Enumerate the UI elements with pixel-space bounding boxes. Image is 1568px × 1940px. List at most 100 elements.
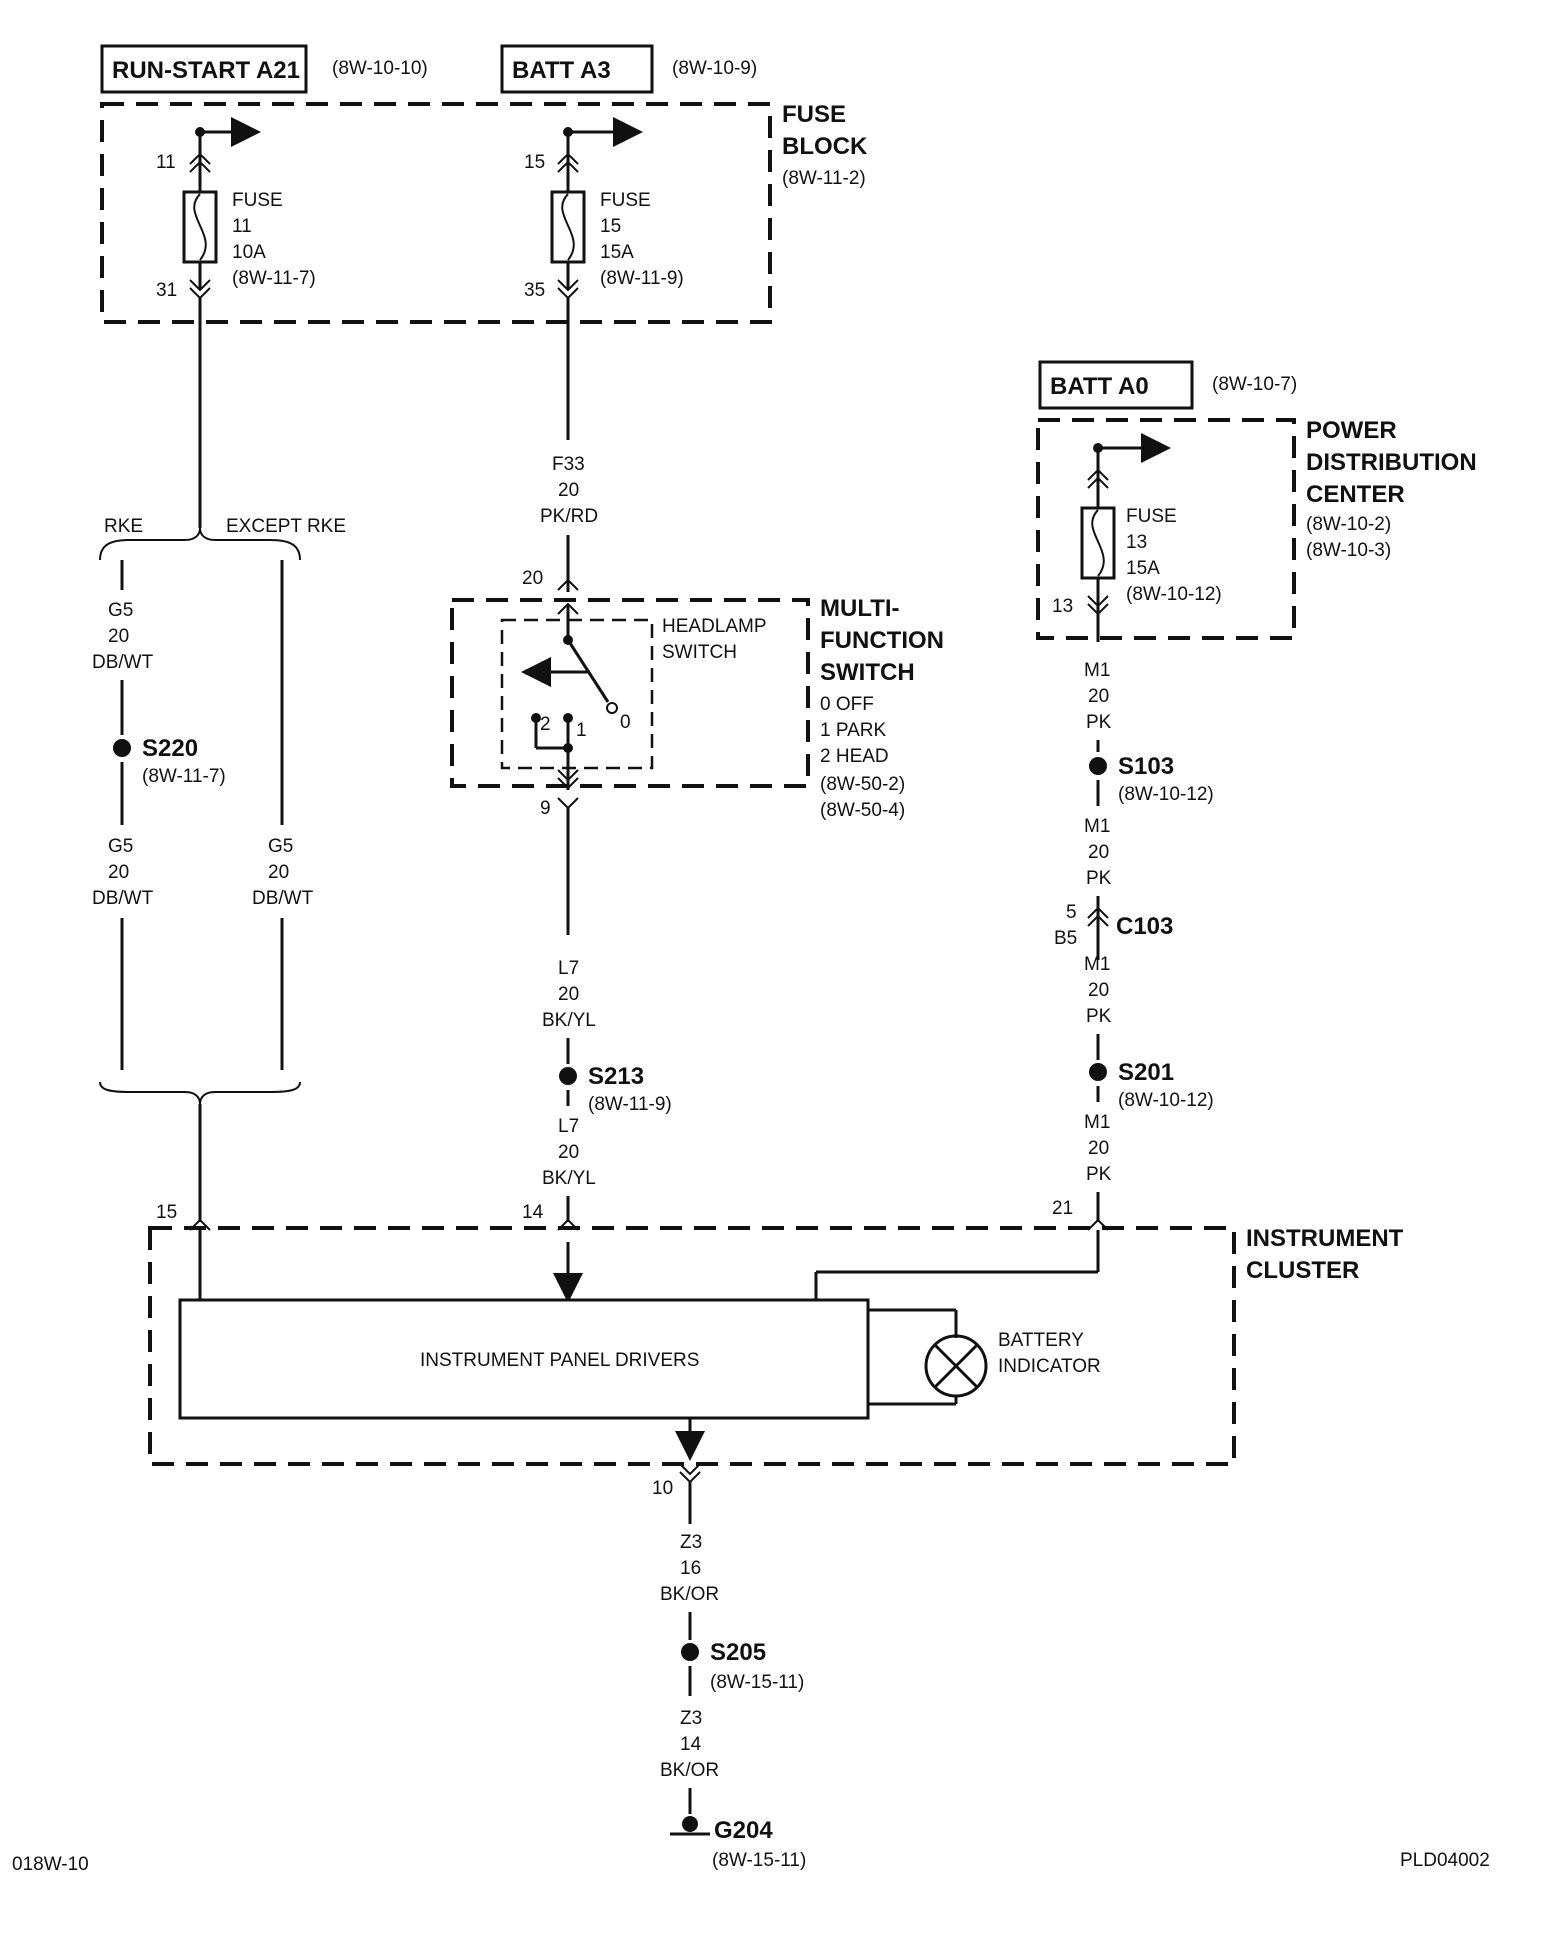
fuse-block-ref: (8W-11-2): [782, 168, 866, 189]
fuse-block-title-2: BLOCK: [782, 133, 868, 160]
pdc-ref-1: (8W-10-2): [1306, 514, 1391, 535]
cluster-pin-21: 21: [1052, 1198, 1073, 1219]
l7-circuit: 9 L7 20 BK/YL S213 (8W-11-9) L7 20 BK/YL…: [522, 797, 672, 1231]
splice-s205-dot: [681, 1643, 699, 1661]
fuse-15-pin-out: 35: [524, 280, 545, 301]
fuse-13-word: FUSE: [1126, 506, 1177, 527]
s103-id: S103: [1118, 753, 1174, 780]
battery-indicator-lamp-icon: [924, 1334, 988, 1398]
mfs-pin-in: 20: [522, 568, 543, 589]
s213-ref: (8W-11-9): [588, 1094, 672, 1115]
headlamp-label-2: SWITCH: [662, 642, 737, 663]
ground-icon: [670, 1816, 710, 1836]
f33-circuit: F33: [552, 454, 585, 475]
mfs-pos-2: 2 HEAD: [820, 746, 889, 767]
g5-br-circuit: G5: [268, 836, 293, 857]
z3-top-color: BK/OR: [660, 1584, 719, 1605]
pdc-ref-2: (8W-10-3): [1306, 540, 1391, 561]
m1-c-circuit: M1: [1084, 954, 1110, 975]
source-batt-a0: BATT A0 (8W-10-7): [1038, 360, 1297, 410]
fuse-11-number: 11: [232, 216, 252, 237]
f33-l7-circuit: F33 20 PK/RD 20: [522, 298, 598, 592]
except-rke-label: EXCEPT RKE: [226, 516, 346, 537]
instrument-panel-drivers: [178, 1298, 870, 1420]
c103-id: C103: [1116, 913, 1173, 940]
z3-bottom-gauge: 14: [680, 1734, 702, 1755]
m1-b-gauge: 20: [1088, 842, 1109, 863]
footer-right: PLD04002: [1400, 1850, 1490, 1871]
m1-b-circuit: M1: [1084, 816, 1110, 837]
g204-id: G204: [714, 1817, 773, 1844]
battery-indicator-2: INDICATOR: [998, 1356, 1101, 1377]
fuse-13-pin-out: 13: [1052, 596, 1073, 617]
fuse-15-rating: 15A: [600, 242, 634, 263]
mfs-pos-1: 1 PARK: [820, 720, 887, 741]
m1-d-color: PK: [1086, 1164, 1112, 1185]
fuse-block-title-1: FUSE: [782, 101, 846, 128]
m1-circuit: M1 20 PK S103 (8W-10-12) M1 20 PK 5 B5 C…: [1052, 614, 1214, 1231]
g5-top-circuit: G5: [108, 600, 133, 621]
mfs-title-2: FUNCTION: [820, 627, 944, 654]
splice-s103-dot: [1089, 757, 1107, 775]
batt-a0-ref: (8W-10-7): [1212, 374, 1297, 395]
footer-left: 018W-10: [12, 1854, 89, 1875]
s201-id: S201: [1118, 1059, 1174, 1086]
multifunction-switch: 0 1 2 HEADLAMP SWITCH MULTI- FUNCTION SW…: [450, 595, 944, 821]
l7-top-color: BK/YL: [542, 1010, 596, 1031]
m1-a-gauge: 20: [1088, 686, 1109, 707]
fuse-15-ref: (8W-11-9): [600, 268, 684, 289]
batt-a0-label: BATT A0: [1050, 373, 1149, 400]
s220-id: S220: [142, 735, 198, 762]
fuse-13-ref: (8W-10-12): [1126, 584, 1222, 605]
drivers-label: INSTRUMENT PANEL DRIVERS: [420, 1350, 699, 1371]
m1-a-circuit: M1: [1084, 660, 1110, 681]
s205-id: S205: [710, 1639, 766, 1666]
power-distribution-center: POWER DISTRIBUTION CENTER (8W-10-2) (8W-…: [1036, 417, 1477, 640]
g5-br-color: DB/WT: [252, 888, 314, 909]
g5-bl-gauge: 20: [108, 862, 129, 883]
s103-ref: (8W-10-12): [1118, 784, 1214, 805]
g5-bl-circuit: G5: [108, 836, 133, 857]
batt-a3-ref: (8W-10-9): [672, 58, 757, 79]
splice-s213-dot: [559, 1067, 577, 1085]
batt-a3-label: BATT A3: [512, 57, 611, 84]
fuse-13-rating: 15A: [1126, 558, 1160, 579]
mfs-ref-2: (8W-50-4): [820, 800, 905, 821]
contact-0: 0: [620, 712, 631, 733]
m1-c-color: PK: [1086, 1006, 1112, 1027]
battery-indicator-1: BATTERY: [998, 1330, 1084, 1351]
z3-top-circuit: Z3: [680, 1532, 702, 1553]
mfs-pos-0: 0 OFF: [820, 694, 874, 715]
g204-ref: (8W-15-11): [712, 1850, 806, 1871]
mfs-ref-1: (8W-50-2): [820, 774, 905, 795]
c103-pin-bottom: B5: [1054, 928, 1077, 949]
pdc-title-3: CENTER: [1306, 481, 1405, 508]
contact-2: 2: [540, 714, 551, 735]
cluster-title-2: CLUSTER: [1246, 1257, 1359, 1284]
z3-top-gauge: 16: [680, 1558, 701, 1579]
fuse-11-word: FUSE: [232, 190, 283, 211]
mfs-pin-out: 9: [540, 798, 551, 819]
cluster-pin-14: 14: [522, 1202, 544, 1223]
f33-color: PK/RD: [540, 506, 598, 527]
source-batt-a3: BATT A3 (8W-10-9): [500, 44, 757, 94]
z3-ground-circuit: 10 Z3 16 BK/OR S205 (8W-15-11) Z3 14 BK/…: [652, 1463, 806, 1871]
fuse-11-pin-out: 31: [156, 280, 177, 301]
s201-ref: (8W-10-12): [1118, 1090, 1214, 1111]
instrument-cluster: INSTRUMENT CLUSTER INSTRUMENT PANEL DRIV…: [148, 1225, 1404, 1466]
pdc-title-1: POWER: [1306, 417, 1397, 444]
m1-a-color: PK: [1086, 712, 1112, 733]
fuse-15-pin-in: 15: [524, 152, 545, 173]
m1-b-color: PK: [1086, 868, 1112, 889]
fuse-block: FUSE BLOCK (8W-11-2) 11 FUSE 11 10A (8W-…: [100, 101, 868, 324]
fuse-13-number: 13: [1126, 532, 1147, 553]
cluster-pin-15: 15: [156, 1202, 177, 1223]
splice-s220-dot: [113, 739, 131, 757]
headlamp-label-1: HEADLAMP: [662, 616, 767, 637]
g5-top-gauge: 20: [108, 626, 129, 647]
cluster-title-1: INSTRUMENT: [1246, 1225, 1404, 1252]
cluster-pin-10: 10: [652, 1478, 673, 1499]
contact-1: 1: [576, 720, 587, 741]
fuse-11-rating: 10A: [232, 242, 266, 263]
